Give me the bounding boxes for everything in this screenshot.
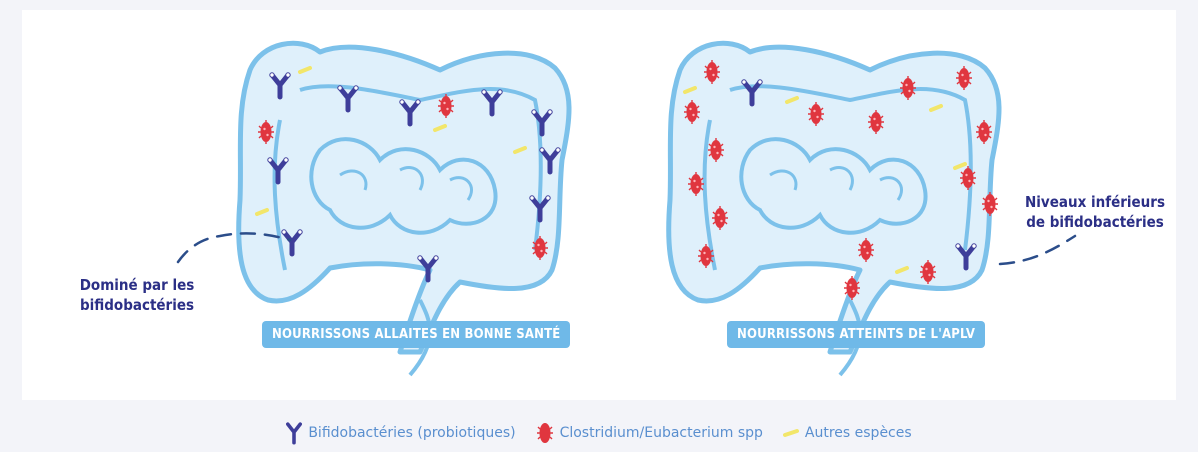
badge-aplv-infants: NOURRISSONS ATTEINTS DE L'APLV: [727, 321, 985, 348]
legend-label-clostridium: Clostridium/Eubacterium spp: [560, 425, 763, 441]
callout-right-line1: Niveaux inférieurs: [1010, 192, 1180, 212]
legend-label-autres: Autres espèces: [805, 425, 912, 441]
legend-item-bifido: Bifidobactéries (probiotiques): [286, 421, 515, 445]
legend-label-bifido: Bifidobactéries (probiotiques): [308, 425, 515, 441]
legend: Bifidobactéries (probiotiques) Clostridi…: [0, 420, 1198, 446]
callout-left: Dominé par les bifidobactéries: [62, 275, 212, 315]
legend-item-clostridium: Clostridium/Eubacterium spp: [536, 420, 763, 446]
clostridium-icon: [536, 420, 554, 446]
callout-right: Niveaux inférieurs de bifidobactéries: [1010, 192, 1180, 232]
bifidobacterium-icon: [286, 421, 302, 445]
other-species-icon: [783, 427, 799, 439]
callout-right-line2: de bifidobactéries: [1010, 212, 1180, 232]
badge-healthy-infants: NOURRISSONS ALLAITES EN BONNE SANTÉ: [262, 321, 570, 348]
callout-line-right: [1000, 236, 1075, 264]
callout-left-line2: bifidobactéries: [62, 295, 212, 315]
legend-item-autres: Autres espèces: [783, 425, 912, 441]
callout-left-line1: Dominé par les: [62, 275, 212, 295]
